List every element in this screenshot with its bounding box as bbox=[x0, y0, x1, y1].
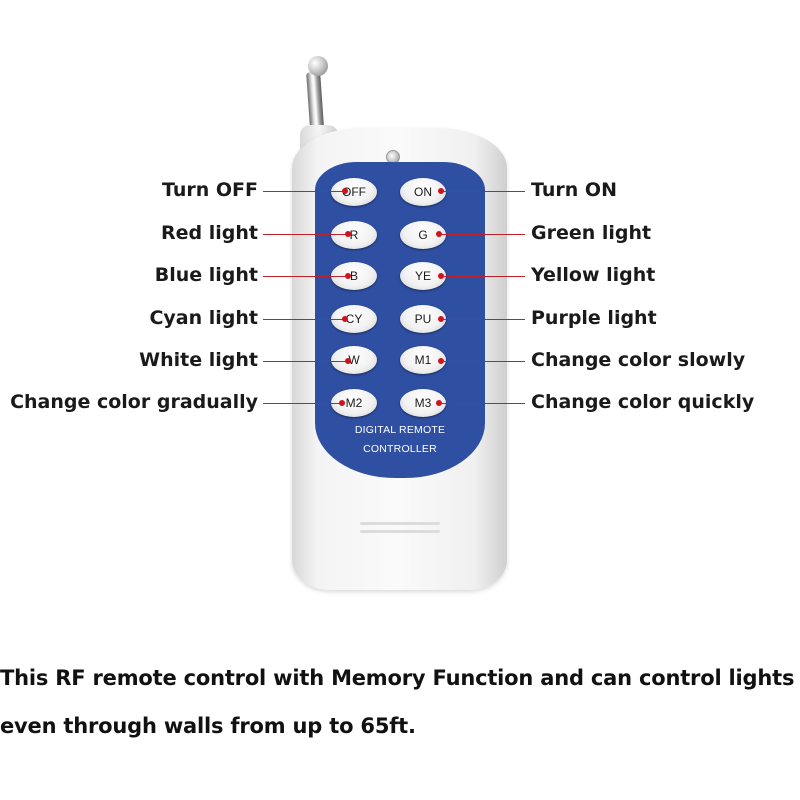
button-off[interactable]: OFF bbox=[331, 178, 377, 206]
leader-line bbox=[441, 361, 525, 362]
panel-label-line1: DIGITAL REMOTE bbox=[354, 424, 446, 436]
antenna-tip bbox=[308, 56, 328, 76]
leader-line bbox=[439, 403, 525, 404]
leader-line bbox=[439, 234, 525, 235]
leader-line bbox=[263, 234, 348, 235]
pointer-dot bbox=[339, 400, 345, 406]
callout-turn-on: Turn ON bbox=[531, 179, 617, 201]
leader-line bbox=[441, 319, 525, 320]
pointer-dot bbox=[345, 273, 351, 279]
button-white[interactable]: W bbox=[331, 346, 377, 374]
callout-cyan-light: Cyan light bbox=[149, 307, 258, 329]
callout-change-color-slowly: Change color slowly bbox=[531, 349, 746, 371]
leader-line bbox=[263, 361, 348, 362]
callout-yellow-light: Yellow light bbox=[531, 264, 656, 286]
leader-line bbox=[441, 191, 525, 192]
grip-ridge bbox=[360, 522, 440, 525]
callout-change-color-gradually: Change color gradually bbox=[10, 391, 258, 413]
caption-line1: This RF remote control with Memory Funct… bbox=[0, 666, 795, 690]
leader-line bbox=[441, 276, 525, 277]
leader-line bbox=[263, 319, 345, 320]
grip-ridge bbox=[360, 530, 440, 533]
callout-white-light: White light bbox=[139, 349, 258, 371]
pointer-dot bbox=[342, 316, 348, 322]
pointer-dot bbox=[345, 231, 351, 237]
callout-change-color-quickly: Change color quickly bbox=[531, 391, 755, 413]
pointer-dot bbox=[342, 188, 348, 194]
callout-purple-light: Purple light bbox=[531, 307, 657, 329]
callout-blue-light: Blue light bbox=[154, 264, 258, 286]
leader-line bbox=[263, 403, 342, 404]
button-red[interactable]: R bbox=[331, 221, 377, 249]
caption-line2: even through walls from up to 65ft. bbox=[0, 714, 416, 738]
callout-red-light: Red light bbox=[161, 222, 258, 244]
callout-turn-off: Turn OFF bbox=[161, 179, 258, 201]
panel-label-line2: CONTROLLER bbox=[363, 443, 437, 455]
pointer-dot bbox=[345, 358, 351, 364]
leader-line bbox=[263, 276, 348, 277]
callout-green-light: Green light bbox=[531, 222, 652, 244]
leader-line bbox=[263, 191, 345, 192]
button-mode-3[interactable]: M3 bbox=[400, 389, 446, 417]
